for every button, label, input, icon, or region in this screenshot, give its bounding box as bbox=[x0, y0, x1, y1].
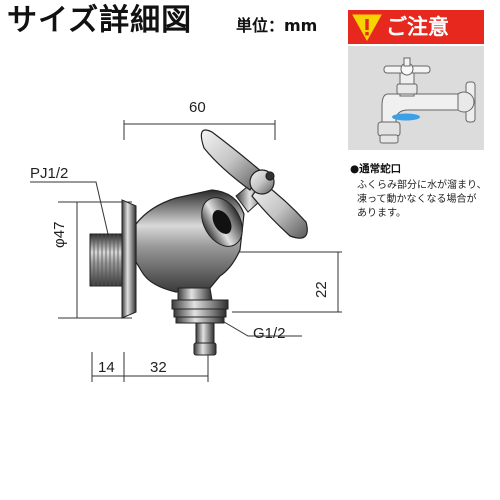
bonnet-window bbox=[212, 210, 232, 234]
dimension-depth-body: 32 bbox=[150, 359, 167, 376]
page-title: サイズ詳細図 bbox=[7, 3, 193, 38]
caution-illustration bbox=[348, 46, 484, 150]
outlet-neck bbox=[177, 287, 213, 301]
wall-flange bbox=[121, 199, 137, 319]
dimension-outlet-thread: G1/2 bbox=[253, 325, 286, 342]
dimension-diameter: φ47 bbox=[51, 221, 68, 248]
standard-faucet-icon bbox=[377, 57, 476, 144]
note-line: あります。 bbox=[357, 208, 406, 219]
dimension-pipe-thread: PJ1/2 bbox=[30, 165, 69, 182]
note-title: ●通常蛇口 bbox=[350, 163, 402, 175]
dimension-width-top: 60 bbox=[189, 99, 206, 116]
dimension-lines bbox=[30, 120, 342, 382]
caution-banner: ご注意 bbox=[348, 10, 484, 44]
caution-label: ご注意 bbox=[386, 14, 449, 39]
warning-triangle-icon bbox=[352, 14, 382, 42]
dimension-height-right: 22 bbox=[313, 281, 330, 298]
hose-coupler bbox=[171, 299, 229, 356]
cross-handle-icon bbox=[200, 129, 308, 239]
unit-label: 単位：mm bbox=[236, 16, 318, 35]
note-line: ふくらみ部分に水が溜まり、 bbox=[357, 180, 487, 191]
dimension-depth-flange: 14 bbox=[98, 359, 115, 376]
note-line: 凍って動かなくなる場合が bbox=[357, 194, 477, 205]
pipe-thread bbox=[89, 233, 123, 287]
